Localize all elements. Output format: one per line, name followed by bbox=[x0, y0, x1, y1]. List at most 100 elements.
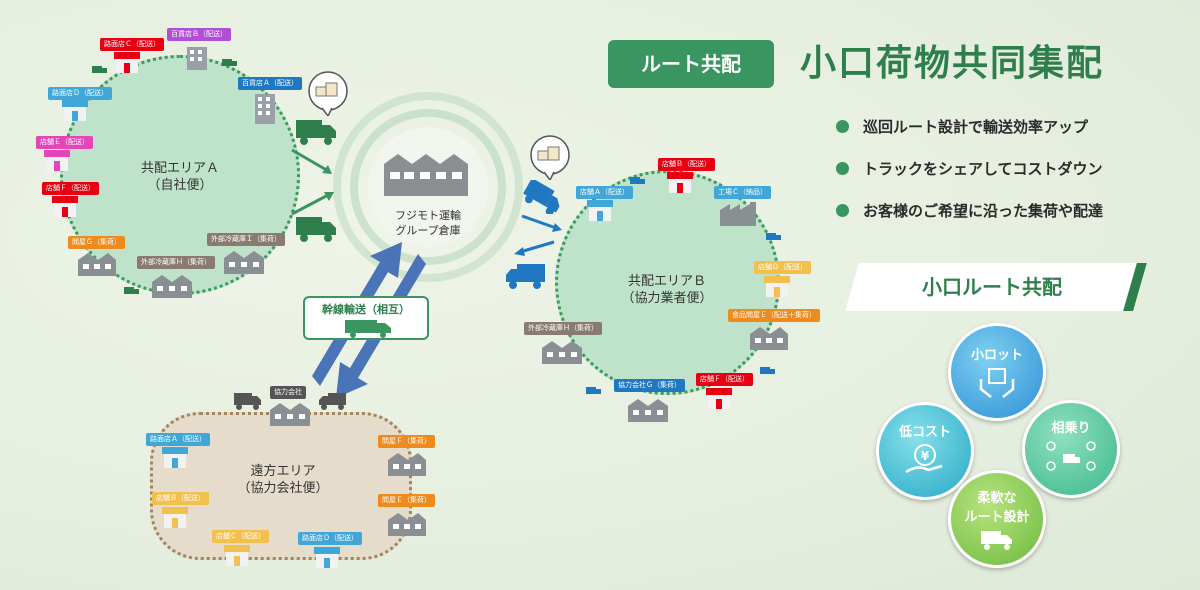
shop-icon bbox=[114, 52, 140, 73]
warehouse-icon bbox=[78, 253, 116, 276]
mini-truck-icon bbox=[760, 367, 775, 374]
bullet-icon bbox=[836, 204, 849, 217]
bullet-icon bbox=[836, 120, 849, 133]
truck-icon bbox=[523, 180, 560, 214]
area-a-title: 共配エリアＡ bbox=[140, 161, 219, 176]
flexible-label-1: 柔軟な bbox=[977, 491, 1017, 506]
tag-b-food-e: 食品問屋Ｅ（配送＋集荷） bbox=[728, 309, 820, 322]
warehouse-icon bbox=[628, 399, 668, 422]
bullet-icon bbox=[836, 162, 849, 175]
area-b-title: 共配エリアＢ bbox=[627, 274, 706, 289]
tag-wholesaler-g: 問屋Ｇ（集荷） bbox=[68, 236, 125, 249]
arrow-icon bbox=[291, 148, 332, 174]
area-b-subtitle: （協力業者便） bbox=[621, 291, 713, 306]
shop-icon bbox=[52, 196, 78, 217]
tag-store-e: 店舗Ｅ（配送） bbox=[36, 136, 93, 149]
tag-b-cold-h: 外部冷蔵庫Ｈ（集荷） bbox=[524, 322, 602, 335]
shop-icon bbox=[667, 172, 693, 193]
mini-truck-icon bbox=[630, 177, 645, 184]
tag-b-store-d: 店舗Ｄ（配送） bbox=[754, 261, 811, 274]
tag-cold-h: 外部冷蔵庫Ｈ（集荷） bbox=[137, 256, 215, 269]
tag-far-store-b: 店舗Ｂ（配送） bbox=[152, 492, 209, 505]
far-area-title: 遠方エリア bbox=[250, 464, 316, 479]
truck-icon bbox=[506, 264, 545, 289]
feature-text: 巡回ルート設計で輸送効率アップ bbox=[863, 118, 1089, 136]
shop-icon bbox=[162, 507, 188, 528]
page-title: 小口荷物共同集配 bbox=[800, 43, 1105, 84]
warehouse-icon bbox=[388, 513, 426, 536]
tag-dept-a: 百貨店Ａ（配送） bbox=[238, 77, 302, 90]
warehouse-type: グループ倉庫 bbox=[395, 224, 461, 237]
truck-icon bbox=[296, 120, 336, 145]
yen-coin-icon: ¥ bbox=[905, 444, 943, 474]
tag-far-wholesaler-e: 問屋Ｅ（集荷） bbox=[378, 494, 435, 507]
truck-icon bbox=[981, 531, 1012, 550]
people-truck-icon bbox=[1046, 441, 1096, 471]
feature-item: 巡回ルート設計で輸送効率アップ bbox=[836, 116, 1088, 137]
truck-icon bbox=[319, 393, 346, 410]
mini-truck-icon bbox=[222, 59, 237, 66]
tag-far-wholesaler-f: 問屋Ｆ（集荷） bbox=[378, 435, 435, 448]
tag-street-c: 路面店Ｃ（配送） bbox=[100, 38, 164, 51]
tag-cold-i: 外部冷蔵庫Ｉ（集荷） bbox=[207, 233, 285, 246]
tag-b-partner-g: 協力会社Ｇ（集荷） bbox=[614, 379, 685, 392]
truck-icon bbox=[234, 393, 261, 410]
warehouse-icon bbox=[224, 251, 264, 274]
warehouse-name: フジモト運輸 bbox=[395, 209, 461, 222]
box-hands-icon bbox=[979, 368, 1015, 398]
shop-icon bbox=[162, 447, 188, 468]
tag-b-store-f: 店舗Ｆ（配送） bbox=[696, 373, 753, 386]
parcel-bubble-icon bbox=[530, 135, 570, 180]
tag-far-street-d: 路面店Ｄ（配送） bbox=[298, 532, 362, 545]
warehouse-icon bbox=[152, 275, 192, 298]
feature-text: お客様のご希望に沿った集荷や配達 bbox=[863, 202, 1104, 220]
tag-street-d: 路面店Ｄ（配送） bbox=[48, 87, 112, 100]
mini-truck-icon bbox=[92, 66, 107, 73]
tag-far-street-a: 路面店Ａ（配送） bbox=[146, 433, 210, 446]
warehouse-icon bbox=[542, 341, 582, 364]
low-cost-circle: 低コスト ¥ bbox=[876, 402, 974, 500]
tag-b-factory-c: 工場Ｃ（納品） bbox=[714, 186, 771, 199]
arrow-icon bbox=[291, 192, 334, 216]
svg-text:¥: ¥ bbox=[921, 449, 930, 463]
area-b-label: 共配エリアＢ （協力業者便） bbox=[612, 273, 722, 307]
flexible-label-2: ルート設計 bbox=[964, 510, 1030, 525]
shop-icon bbox=[314, 547, 340, 568]
area-a-subtitle: （自社便） bbox=[147, 178, 213, 193]
mini-truck-icon bbox=[586, 387, 601, 394]
far-area-label: 遠方エリア （協力会社便） bbox=[228, 463, 338, 497]
arrow-icon bbox=[514, 240, 555, 256]
shop-icon bbox=[706, 388, 732, 409]
shop-icon bbox=[62, 100, 88, 121]
far-area-subtitle: （協力会社便） bbox=[237, 481, 329, 496]
small-lot-circle: 小ロット bbox=[948, 323, 1046, 421]
warehouse-label: フジモト運輸 グループ倉庫 bbox=[378, 208, 478, 238]
hub-ring-outer bbox=[333, 92, 523, 282]
shared-ride-circle: 相乗り bbox=[1022, 400, 1120, 498]
warehouse-icon bbox=[750, 327, 788, 350]
shared-ride-label: 相乗り bbox=[1051, 421, 1091, 436]
arrow-icon bbox=[521, 214, 562, 232]
mini-truck-icon bbox=[766, 233, 781, 240]
parcel-bubble-icon bbox=[308, 71, 348, 116]
warehouse-hub-icon bbox=[384, 154, 468, 196]
mini-truck-icon bbox=[124, 287, 139, 294]
header-badge: ルート共配 bbox=[608, 40, 774, 88]
tag-b-store-a: 店舗Ａ（配送） bbox=[576, 186, 633, 199]
truck-icon bbox=[296, 217, 336, 242]
small-lot-label: 小ロット bbox=[970, 348, 1023, 363]
warehouse-icon bbox=[388, 453, 426, 476]
feature-text: トラックをシェアしてコストダウン bbox=[863, 160, 1103, 178]
tag-far-store-c: 店舗Ｃ（配送） bbox=[212, 530, 269, 543]
big-truck-icon bbox=[345, 320, 391, 338]
shop-icon bbox=[587, 200, 613, 221]
trunk-label: 幹線輸送（相互） bbox=[322, 303, 410, 316]
shop-icon bbox=[44, 150, 70, 171]
building-icon bbox=[255, 94, 275, 124]
trunk-label-box: 幹線輸送（相互） bbox=[303, 296, 429, 340]
tag-dept-b: 百貨店Ｂ（配送） bbox=[167, 28, 231, 41]
flexible-route-circle: 柔軟な ルート設計 bbox=[948, 470, 1046, 568]
tag-far-partner: 協力会社 bbox=[270, 386, 306, 399]
shop-icon bbox=[764, 276, 790, 297]
warehouse-icon bbox=[270, 403, 310, 426]
